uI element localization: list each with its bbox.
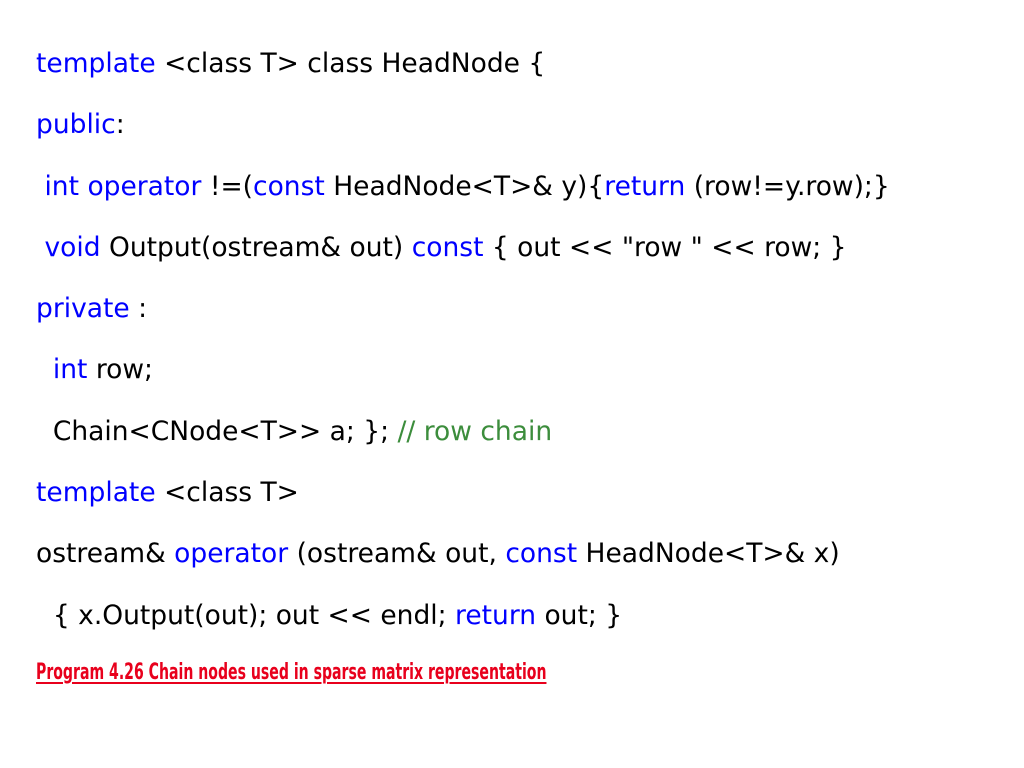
code-line: int operator !=(const HeadNode<T>& y){re… — [36, 161, 890, 222]
code-text: : — [129, 293, 148, 325]
code-keyword: int — [44, 170, 79, 202]
code-keyword: operator — [87, 170, 202, 202]
code-text: out; } — [536, 599, 623, 631]
code-text: row; — [87, 354, 153, 386]
code-text: <class T> class HeadNode { — [155, 48, 546, 79]
code-line: template <class T> class HeadNode { — [36, 38, 890, 99]
code-keyword: const — [253, 170, 325, 202]
code-text: ostream& — [36, 538, 175, 570]
code-text — [36, 354, 53, 385]
code-keyword: template — [36, 48, 156, 79]
code-text: Output(ostream& out) — [100, 231, 412, 263]
code-text: { out << "row " << row; } — [483, 231, 847, 263]
code-comment: // row chain — [397, 415, 553, 447]
code-text: Chain<CNode<T>> a; }; — [36, 415, 398, 447]
code-text: { x.Output(out); out << endl; — [36, 599, 456, 631]
program-caption: Program 4.26 Chain nodes used in sparse … — [36, 660, 547, 685]
code-text: (ostream& out, — [288, 538, 506, 570]
code-line: public: — [36, 99, 890, 160]
code-keyword: return — [604, 170, 686, 202]
code-line: Chain<CNode<T>> a; }; // row chain — [36, 406, 890, 467]
code-line: private : — [36, 283, 890, 344]
code-text: (row!=y.row);} — [685, 170, 890, 202]
code-text: : — [115, 109, 125, 141]
code-text: !=( — [201, 170, 254, 202]
code-line: ostream& operator (ostream& out, const H… — [36, 528, 890, 589]
code-keyword: public — [36, 109, 116, 141]
code-keyword: const — [505, 538, 578, 570]
code-keyword: return — [455, 599, 537, 631]
code-line: void Output(ostream& out) const { out <<… — [36, 222, 890, 283]
code-keyword: int — [52, 354, 88, 386]
code-keyword: const — [411, 231, 484, 263]
code-keyword: template — [36, 477, 156, 509]
code-keyword: operator — [174, 538, 289, 570]
code-text: HeadNode<T>& x) — [577, 538, 840, 570]
code-text: <class T> — [155, 477, 299, 509]
code-line: { x.Output(out); out << endl; return out… — [36, 590, 890, 651]
code-keyword: private — [36, 293, 130, 325]
code-block: template <class T> class HeadNode {publi… — [36, 38, 890, 651]
code-text: HeadNode<T>& y){ — [324, 170, 605, 202]
code-line: template <class T> — [36, 467, 890, 528]
code-line: int row; — [36, 344, 890, 405]
code-keyword: void — [44, 231, 101, 263]
